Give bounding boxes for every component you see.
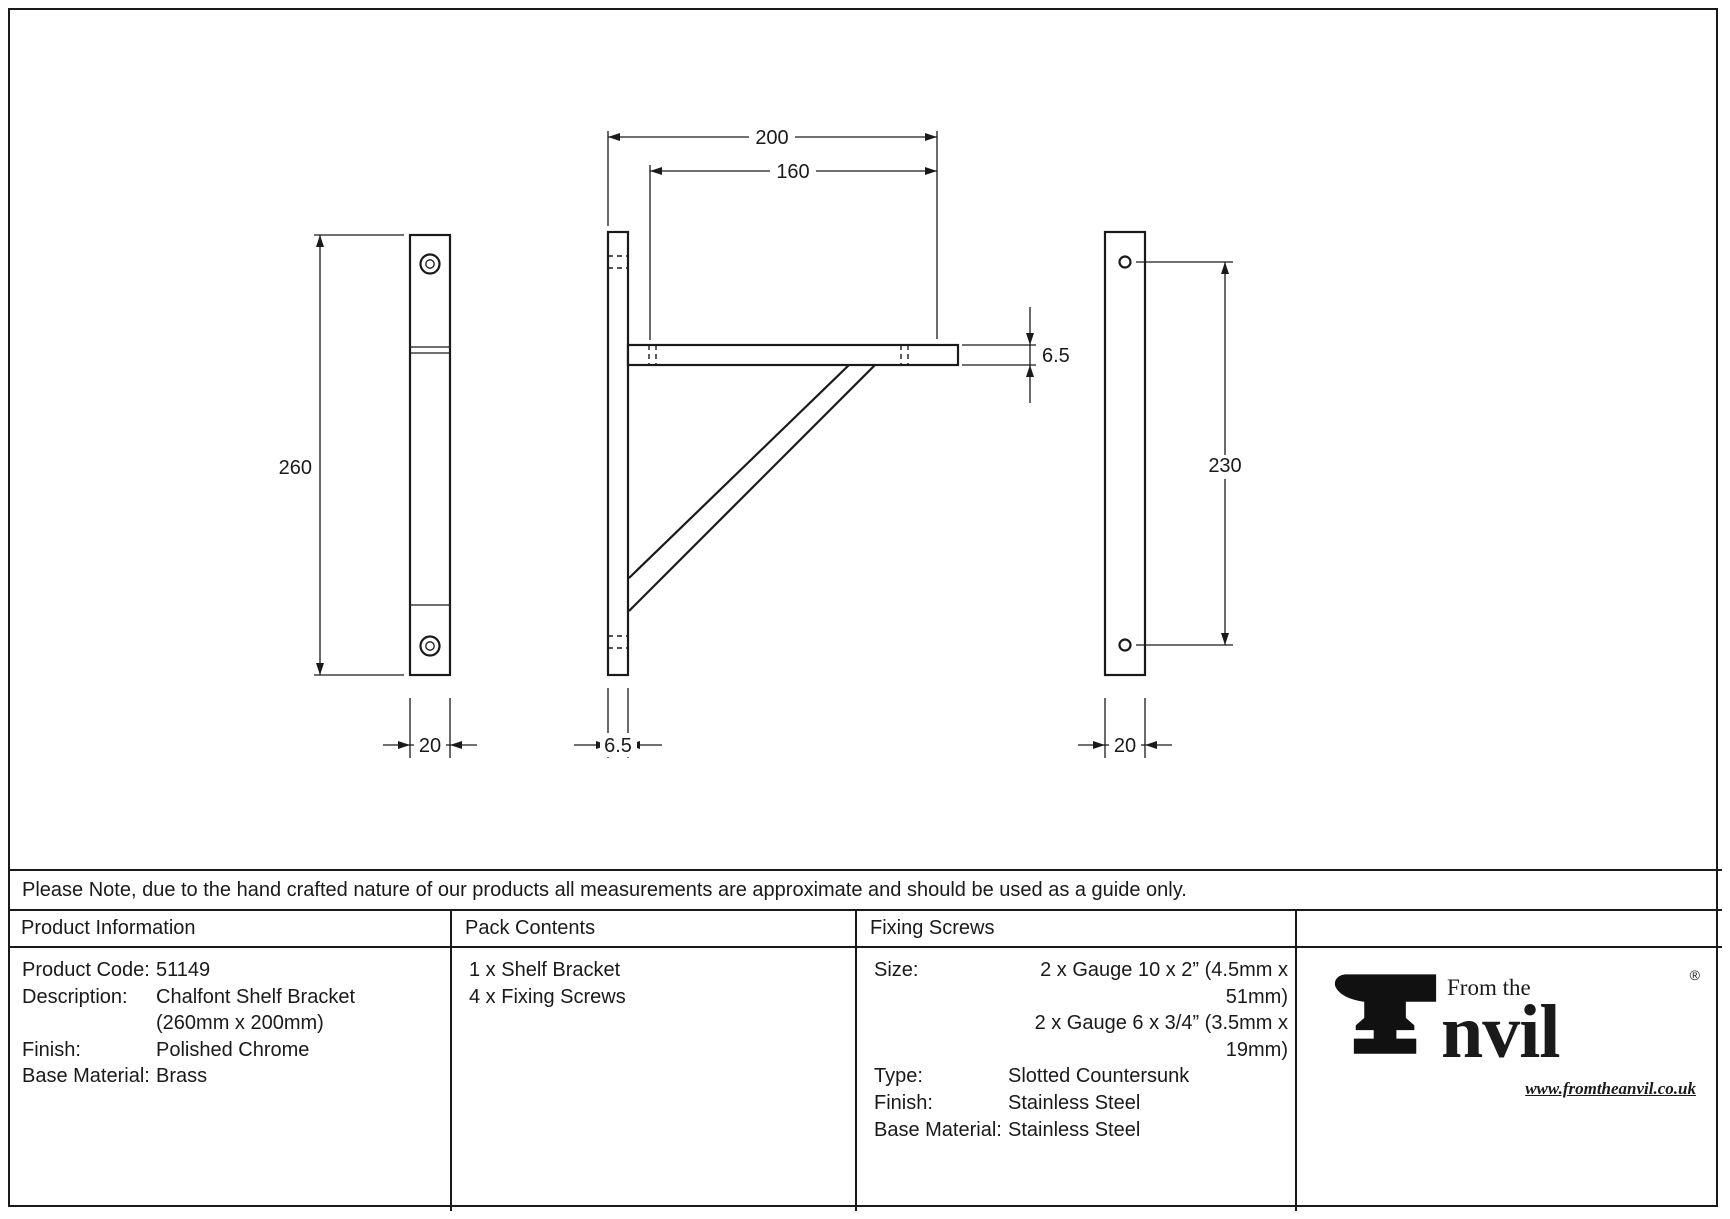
dimension-plate-width-right: 20	[1078, 698, 1172, 758]
field-label: Size:	[874, 959, 919, 981]
table-row: Finish: Polished Chrome	[22, 1037, 450, 1064]
field-label: Type:	[874, 1065, 923, 1088]
field-value: Stainless Steel	[1008, 1091, 1141, 1114]
diagonal-brace	[628, 364, 850, 579]
dimension-arm-thickness: 6.5	[962, 307, 1070, 403]
product-information-cell: Product Code: 51149 Description: Chalfon…	[8, 948, 450, 1211]
front-view-plate	[408, 233, 452, 677]
table-body: Product Code: 51149 Description: Chalfon…	[8, 948, 1722, 1211]
header-product-information: Product Information	[21, 917, 196, 939]
registered-mark: ®	[1689, 967, 1700, 983]
dimension-plate-thickness: 6.5	[574, 688, 662, 758]
field-value: (260mm x 200mm)	[156, 1012, 324, 1035]
logo-brand-text: nvil	[1441, 989, 1560, 1074]
pack-contents-cell: 1 x Shelf Bracket 4 x Fixing Screws	[450, 948, 855, 1211]
field-value: Stainless Steel	[1008, 1118, 1141, 1141]
dim-arm-thickness-label: 6.5	[1042, 345, 1070, 367]
field-label: Finish:	[22, 1038, 81, 1061]
table-row: Type: Slotted Countersunk	[874, 1063, 1288, 1090]
field-value: Chalfont Shelf Bracket	[156, 985, 355, 1008]
field-value: Brass	[156, 1065, 208, 1088]
note-bar: Please Note, due to the hand crafted nat…	[8, 869, 1722, 911]
header-pack-contents: Pack Contents	[450, 911, 855, 946]
dim-plate-width-right-label: 20	[1114, 735, 1136, 757]
diagonal-brace	[628, 364, 876, 612]
table-header-row: Product Information Pack Contents Fixing…	[8, 911, 1722, 948]
dimension-plate-hole-spacing: 230	[1136, 261, 1248, 646]
pack-contents-item: 4 x Fixing Screws	[469, 985, 626, 1008]
back-view-plate	[1103, 230, 1147, 677]
logo-from-the: From the	[1447, 974, 1531, 1000]
shelf-arm	[626, 343, 960, 367]
dim-plate-thickness-label: 6.5	[604, 735, 632, 757]
dimension-arm-length: 200	[607, 125, 938, 339]
dim-plate-height-label: 260	[279, 457, 312, 479]
table-row: Size: 2 x Gauge 10 x 2” (4.5mm x 51mm)	[874, 957, 1288, 1010]
technical-drawing: 260 20	[278, 125, 1248, 758]
screw-hole-top-outer	[419, 253, 441, 275]
field-value: 2 x Gauge 10 x 2” (4.5mm x 51mm)	[1040, 959, 1288, 1008]
table-row: Description: Chalfont Shelf Bracket	[22, 984, 450, 1011]
pack-contents-item: 1 x Shelf Bracket	[469, 959, 621, 981]
back-plate-edge	[606, 230, 630, 677]
field-value: Slotted Countersunk	[1008, 1065, 1190, 1088]
dim-arm-length-label: 200	[755, 127, 788, 149]
field-label	[874, 1010, 1008, 1063]
page-border	[8, 8, 1718, 1207]
screw-hole-bottom-outer	[419, 635, 441, 657]
fixing-screws-cell: Size: 2 x Gauge 10 x 2” (4.5mm x 51mm) 2…	[855, 948, 1295, 1211]
plate-outline	[1103, 230, 1147, 677]
field-label: Finish:	[874, 1091, 933, 1114]
field-value: 51149	[156, 959, 211, 981]
table-row: 2 x Gauge 6 x 3/4” (3.5mm x 19mm)	[874, 1010, 1288, 1063]
field-label: Product Code:	[22, 959, 150, 981]
dim-plate-hole-spacing-label: 230	[1208, 455, 1241, 477]
table-row: Product Code: 51149	[22, 957, 450, 984]
field-value: Polished Chrome	[156, 1038, 310, 1061]
logo-texts: From the nvil	[1441, 974, 1560, 1074]
table-row: Base Material: Brass	[22, 1063, 450, 1090]
screw-hole-top-inner	[425, 259, 435, 269]
side-view-bracket	[606, 230, 960, 677]
table-row: Base Material: Stainless Steel	[874, 1117, 1288, 1144]
brand-cell: ® From the nvil www.fromtheanvil.co.uk	[1295, 948, 1722, 1211]
table-row: (260mm x 200mm)	[22, 1010, 450, 1037]
table-row: Finish: Stainless Steel	[874, 1090, 1288, 1117]
website-link[interactable]: www.fromtheanvil.co.uk	[1525, 1079, 1696, 1098]
from-the-anvil-logo: ® From the nvil www.fromtheanvil.co.uk	[1334, 967, 1700, 1099]
field-label: Description:	[22, 985, 128, 1008]
field-value: 2 x Gauge 6 x 3/4” (3.5mm x 19mm)	[1034, 1012, 1288, 1061]
dimension-plate-height: 260	[279, 234, 404, 676]
note-text: Please Note, due to the hand crafted nat…	[22, 878, 1187, 901]
dim-plate-width-left-label: 20	[419, 735, 441, 757]
anvil-icon	[1334, 974, 1437, 1054]
dim-arm-hole-spacing-label: 160	[776, 161, 809, 183]
header-logo-spacer	[1295, 911, 1722, 946]
field-label	[22, 1010, 156, 1037]
screw-hole-top	[1118, 255, 1132, 269]
header-fixing-screws: Fixing Screws	[855, 911, 1295, 946]
screw-hole-bottom-inner	[425, 641, 435, 651]
dimension-plate-width-left: 20	[383, 698, 477, 758]
screw-hole-bottom	[1118, 638, 1132, 652]
field-label: Base Material:	[22, 1065, 150, 1088]
dimension-arm-hole-spacing: 160	[649, 159, 937, 340]
plate-outline	[408, 233, 452, 677]
field-label: Base Material:	[874, 1118, 1002, 1141]
logo-row: From the nvil	[1334, 967, 1696, 1074]
